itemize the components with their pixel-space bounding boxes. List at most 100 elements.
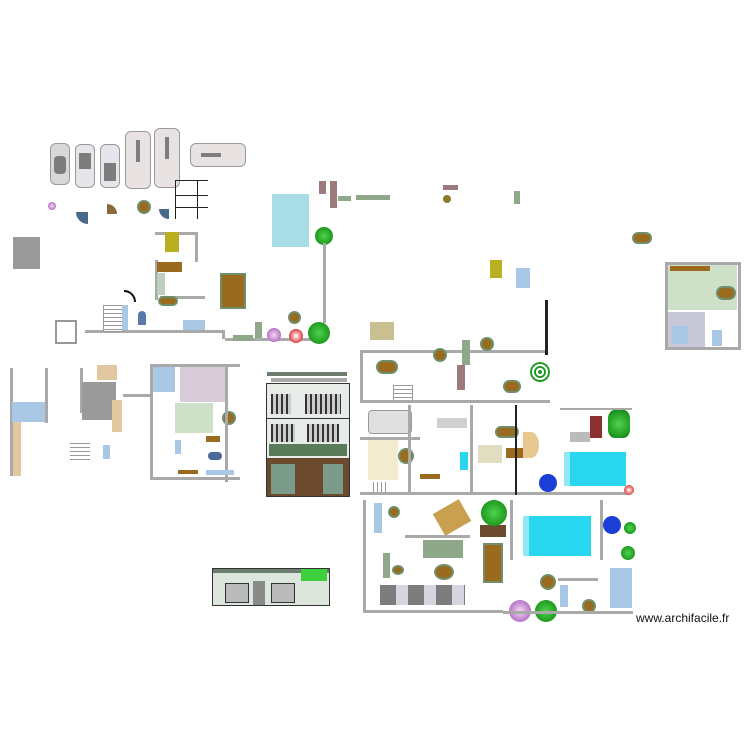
round-table-icon [584, 601, 594, 611]
bedroom [180, 367, 228, 402]
stairs-icon [103, 305, 123, 332]
sofa-icon [183, 320, 205, 330]
round-table-icon [443, 195, 451, 203]
swimming-pool [564, 452, 626, 486]
garage-cars [380, 585, 465, 605]
dining-table-icon [718, 288, 734, 298]
bathroom [151, 367, 175, 392]
car-5 [154, 128, 180, 188]
cabinet-icon [175, 440, 181, 454]
furniture-block [338, 196, 351, 201]
stairs-icon [70, 440, 90, 462]
bed-icon [516, 268, 530, 288]
sofa-icon [208, 452, 222, 460]
pool-rectangle [272, 194, 309, 247]
living-floor [368, 440, 398, 480]
cabinet-icon [122, 305, 128, 330]
sofa-icon [560, 585, 568, 607]
car-4 [125, 131, 151, 189]
tree-icon [624, 522, 636, 534]
desk-icon [157, 262, 182, 272]
sofa-icon [383, 553, 390, 578]
grey-block [13, 237, 40, 269]
planter [480, 525, 506, 537]
corridor-floor [457, 365, 465, 390]
furniture-block [319, 181, 326, 194]
counter-icon [178, 470, 198, 474]
round-table-icon [542, 576, 554, 588]
tree-icon [315, 227, 333, 245]
bathroom [12, 402, 46, 422]
flower-icon [267, 328, 281, 342]
dining-table-icon [497, 428, 517, 436]
counter-icon [670, 266, 710, 271]
flower-icon [289, 329, 303, 343]
furniture-block [514, 191, 520, 204]
dining-table-icon [505, 382, 519, 391]
floor-area [97, 365, 117, 380]
umbrella-table-icon [530, 362, 550, 382]
three-storey-facade [266, 372, 350, 497]
counter-icon [462, 340, 470, 365]
floor-area [112, 400, 122, 432]
round-table-icon [436, 566, 452, 578]
planter [590, 416, 602, 438]
furniture-block [443, 185, 458, 190]
counter-icon [420, 474, 440, 479]
door-swing-icon [76, 212, 88, 224]
car-3 [100, 144, 120, 188]
dining-table-icon [634, 234, 650, 242]
sofa-icon [233, 335, 253, 341]
kitchen-counter [437, 418, 467, 428]
tree-icon [308, 322, 330, 344]
corridor-floor [13, 420, 21, 476]
outdoor-gate [55, 320, 77, 344]
chair-icon [138, 311, 146, 325]
door-icon [124, 290, 136, 302]
swimming-pool [523, 516, 591, 556]
furniture-block [356, 195, 390, 200]
wall [323, 243, 326, 323]
living-room [175, 403, 213, 433]
furniture-block [330, 181, 337, 208]
car-garage [368, 410, 412, 434]
car-1 [50, 143, 70, 185]
bathroom [712, 330, 722, 346]
cabinet-icon [255, 322, 262, 338]
bathroom [610, 568, 632, 608]
flower-icon [48, 202, 56, 210]
car-6 [190, 143, 246, 167]
sink-icon [103, 445, 110, 459]
chair-icon [390, 508, 398, 516]
flower-icon [624, 485, 634, 495]
counter-icon [206, 470, 234, 475]
bed-icon [370, 322, 394, 340]
living-room [667, 265, 737, 310]
round-table-icon [482, 339, 492, 349]
dining-table-icon [206, 436, 220, 442]
round-table-icon [394, 567, 402, 573]
pool-small [460, 452, 468, 470]
lounger-icon [570, 432, 590, 442]
single-storey-facade [212, 568, 330, 606]
round-table-icon [139, 202, 149, 212]
grid-lines [175, 180, 208, 219]
living-room [478, 445, 502, 463]
tree-icon [481, 500, 507, 526]
sofa-icon [157, 273, 165, 295]
round-table-icon [224, 413, 234, 423]
dining-table-large-icon [485, 545, 501, 581]
round-table-icon [435, 350, 445, 360]
deck-area [523, 432, 539, 458]
dining-table-icon [378, 362, 396, 372]
umbrella-icon [603, 516, 621, 534]
bed-icon [165, 232, 179, 252]
bed-icon [672, 326, 688, 344]
living-area [82, 382, 116, 420]
tree-icon [608, 410, 630, 438]
tree-icon [621, 546, 635, 560]
car-2 [75, 144, 95, 188]
kitchen-counter [423, 540, 463, 558]
dining-table-icon [160, 298, 176, 304]
bed-icon [432, 499, 472, 536]
